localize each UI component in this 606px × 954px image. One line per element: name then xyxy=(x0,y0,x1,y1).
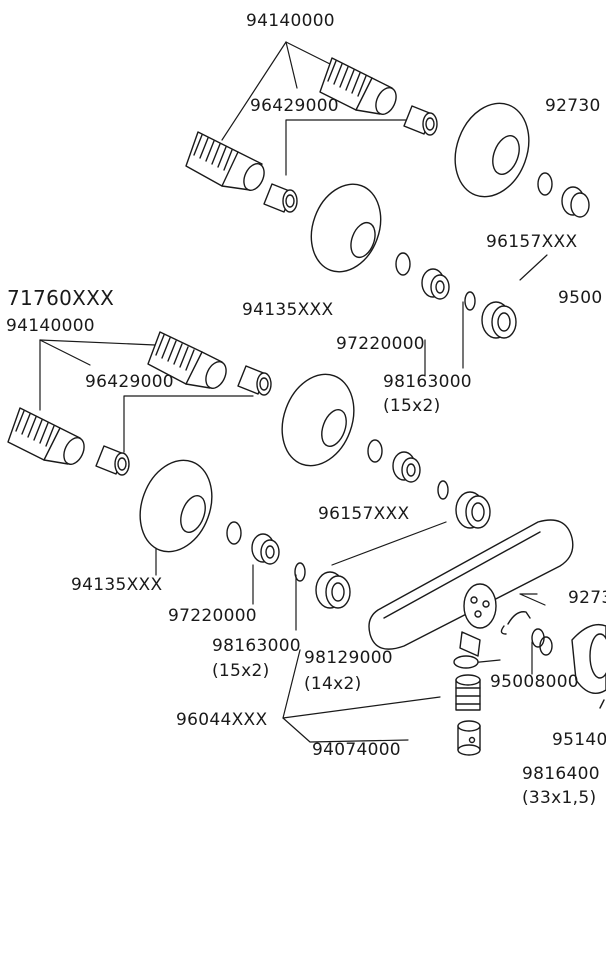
label-cap-top-right: 92730 xyxy=(545,96,601,116)
label-oring-c-size: (14x2) xyxy=(304,674,362,694)
thermostat-body xyxy=(368,519,574,657)
rosette-a-right xyxy=(454,102,530,198)
label-nut-mid-right: 96157XXX xyxy=(486,232,578,252)
label-connector-b: 94140000 xyxy=(6,316,95,336)
handle-right xyxy=(571,623,606,709)
label-reducer: 94074000 xyxy=(312,740,401,760)
label-oring-c: 98129000 xyxy=(304,648,393,668)
label-oring-a: 98163000 xyxy=(383,372,472,392)
label-insert-b: 96429000 xyxy=(85,372,174,392)
outlet-nipple xyxy=(455,674,481,711)
label-check-valve-a: 97220000 xyxy=(336,334,425,354)
insert-b-upper xyxy=(237,365,272,396)
label-oring-a-size: (15x2) xyxy=(383,396,441,416)
nut-b-lower xyxy=(315,571,351,609)
connector-a-upper-left xyxy=(185,131,265,191)
insert-a-upper xyxy=(403,105,438,136)
check-valve-a xyxy=(421,268,450,300)
label-oring-d-size: (33x1,5) xyxy=(522,788,597,808)
label-outlet-set: 96044XXX xyxy=(176,710,268,730)
label-nut-b: 96157XXX xyxy=(318,504,410,524)
label-connector-a: 94140000 xyxy=(246,11,335,31)
check-valve-b-upper xyxy=(392,451,421,483)
label-part-lower-right-cut: 95140 xyxy=(552,730,606,750)
label-rosette-b: 94135XXX xyxy=(71,575,163,595)
label-check-valve-b: 97220000 xyxy=(168,606,257,626)
leader-lines xyxy=(39,41,548,743)
connector-b-upper xyxy=(147,331,227,389)
oring-upper-row xyxy=(395,172,553,311)
connector-b-lower xyxy=(7,407,85,465)
reducer xyxy=(457,720,481,756)
label-model-number: 71760XXX xyxy=(7,286,115,310)
check-valve-b-lower xyxy=(251,533,280,565)
insert-a-lower xyxy=(263,183,298,213)
rosette-b-right xyxy=(281,373,355,467)
label-part-right-cut: 9500 xyxy=(558,288,603,308)
label-clip: 95008000 xyxy=(490,672,579,692)
oring-middle-row xyxy=(226,439,449,582)
label-oring-b: 98163000 xyxy=(212,636,301,656)
clip xyxy=(500,611,553,656)
rosette-b-left xyxy=(139,459,213,553)
insert-b-lower xyxy=(95,445,130,476)
oring-c xyxy=(453,655,479,669)
label-insert-a: 96429000 xyxy=(250,96,339,116)
connector-a-upper-right xyxy=(319,57,397,115)
check-valve-top-right xyxy=(561,186,590,218)
nut-a xyxy=(481,301,517,339)
nut-b-upper xyxy=(455,491,491,529)
rosette-a-left xyxy=(310,183,382,273)
label-rosette-a: 94135XXX xyxy=(242,300,334,320)
label-handle-right-cut: 9273 xyxy=(568,588,606,608)
label-oring-b-size: (15x2) xyxy=(212,661,270,681)
label-oring-d: 9816400 xyxy=(522,764,600,784)
